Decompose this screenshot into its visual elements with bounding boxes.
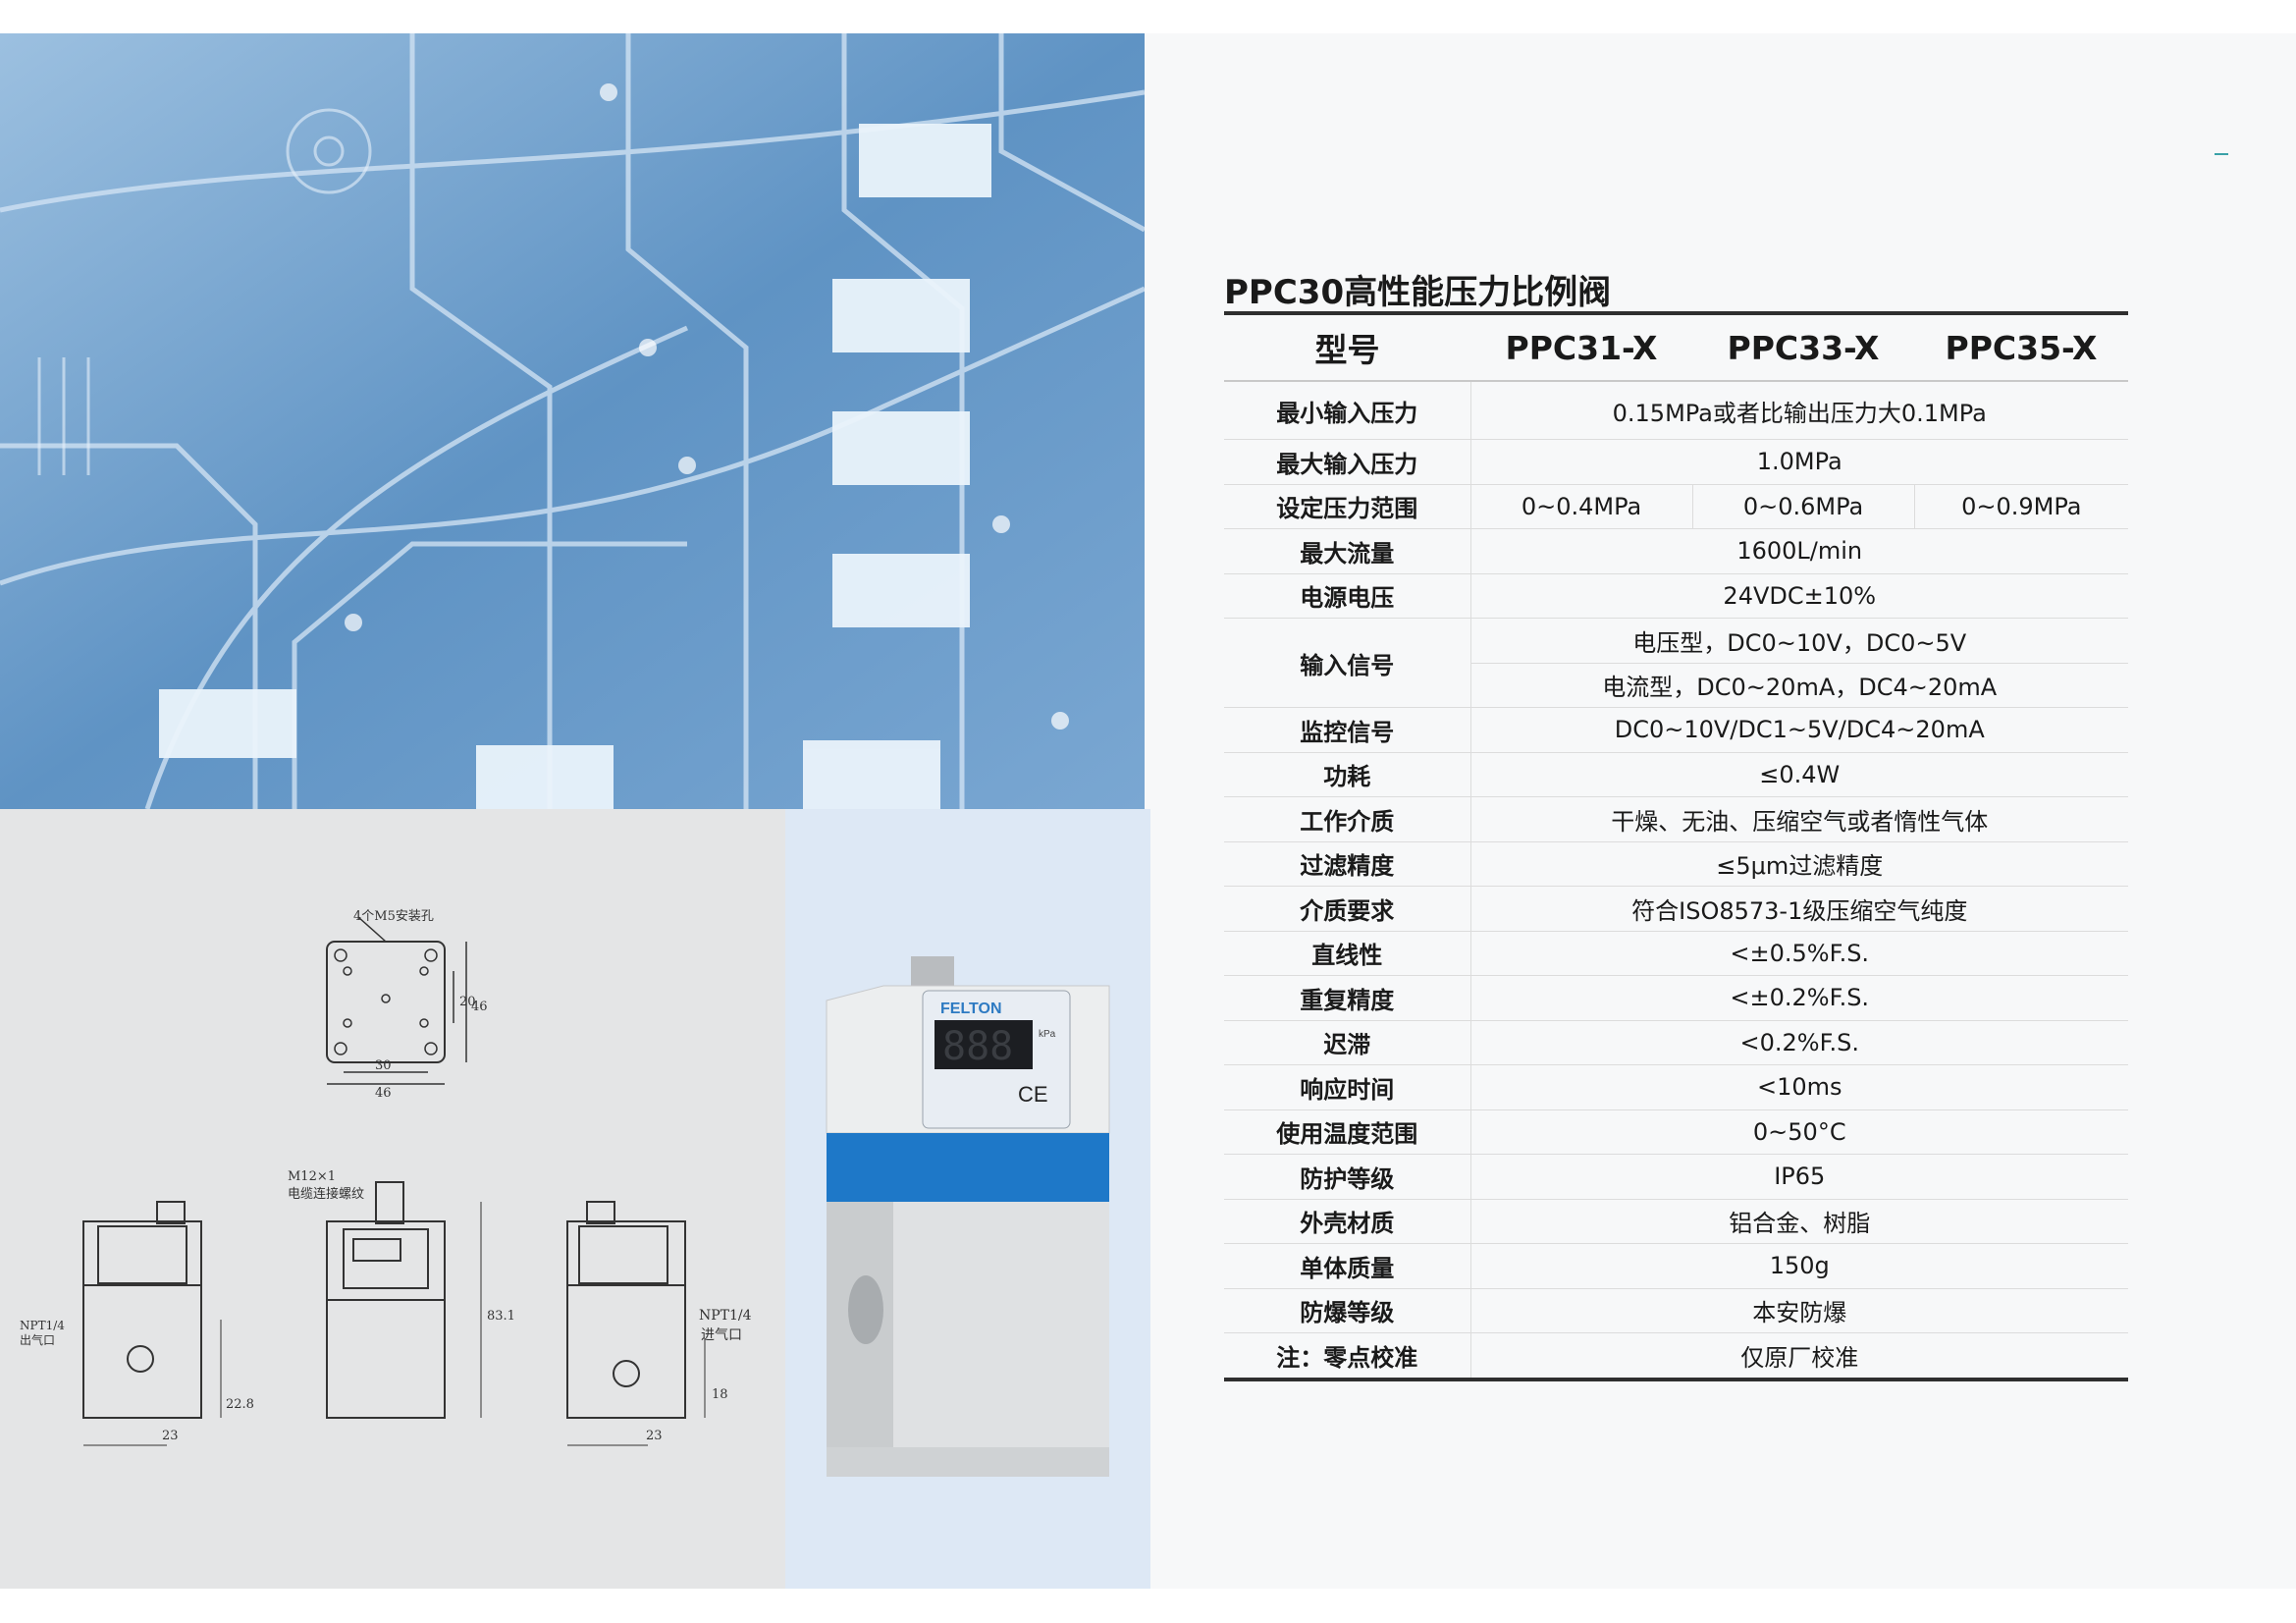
- row-value: 0~50°C: [1470, 1109, 2128, 1155]
- table-row: 注：零点校准 仅原厂校准: [1224, 1332, 2128, 1380]
- table-row: 电流型，DC0~20mA，DC4~20mA: [1224, 663, 2128, 708]
- table-row: 防护等级 IP65: [1224, 1154, 2128, 1200]
- row-label: 使用温度范围: [1224, 1109, 1471, 1155]
- row-value: 1.0MPa: [1470, 439, 2128, 485]
- row-label: 防护等级: [1224, 1154, 1471, 1200]
- ce-mark: CE: [1018, 1082, 1048, 1107]
- dim-23-left: 23: [162, 1429, 179, 1443]
- header-model-1: PPC31-X: [1470, 313, 1692, 382]
- table-row: 过滤精度 ≤5μm过滤精度: [1224, 841, 2128, 887]
- row-label: 外壳材质: [1224, 1199, 1471, 1244]
- table-row: 重复精度 <±0.2%F.S.: [1224, 975, 2128, 1021]
- dim-20: 20: [459, 995, 476, 1009]
- row-label: 电源电压: [1224, 573, 1471, 619]
- dim-46-width: 46: [375, 1086, 392, 1101]
- row-label: 设定压力范围: [1224, 484, 1471, 529]
- row-value: 仅原厂校准: [1470, 1332, 2128, 1380]
- digital-display: 888: [942, 1024, 1013, 1069]
- outlet-thread: NPT1/4: [20, 1319, 65, 1332]
- row-label: 重复精度: [1224, 975, 1471, 1021]
- row-label: 响应时间: [1224, 1064, 1471, 1110]
- unit-label: kPa: [1039, 1029, 1056, 1040]
- dim-30: 30: [375, 1058, 392, 1073]
- table-row: 最大流量 1600L/min: [1224, 528, 2128, 574]
- dim-18: 18: [712, 1387, 728, 1402]
- row-value: 铝合金、树脂: [1470, 1199, 2128, 1244]
- row-label: 注：零点校准: [1224, 1332, 1471, 1380]
- header-model-label: 型号: [1224, 313, 1470, 382]
- row-label: 单体质量: [1224, 1243, 1471, 1289]
- table-row: 迟滞 <0.2%F.S.: [1224, 1020, 2128, 1065]
- row-value: ≤5μm过滤精度: [1470, 841, 2128, 887]
- row-value: 1600L/min: [1470, 528, 2128, 574]
- row-value: 电流型，DC0~20mA，DC4~20mA: [1470, 663, 2128, 708]
- row-value: 干燥、无油、压缩空气或者惰性气体: [1470, 796, 2128, 842]
- table-row: 响应时间 <10ms: [1224, 1064, 2128, 1110]
- inlet-label: 进气口: [701, 1327, 742, 1343]
- dim-23-right: 23: [646, 1429, 663, 1443]
- product-photo: FELTON 888 kPa CE: [785, 809, 1150, 1589]
- row-value: <10ms: [1470, 1064, 2128, 1110]
- row-value: 符合ISO8573-1级压缩空气纯度: [1470, 886, 2128, 932]
- table-row: 使用温度范围 0~50°C: [1224, 1109, 2128, 1155]
- inlet-thread: NPT1/4: [699, 1308, 752, 1324]
- table-row: 防爆等级 本安防爆: [1224, 1288, 2128, 1333]
- table-header-row: 型号 PPC31-X PPC33-X PPC35-X: [1224, 313, 2128, 382]
- chip-labels: [159, 124, 991, 809]
- connector-label: 电缆连接螺纹: [288, 1186, 364, 1202]
- row-label: 输入信号: [1224, 618, 1471, 708]
- row-value: 0~0.6MPa: [1692, 484, 1915, 529]
- mount-hole-note: 4个M5安装孔: [353, 909, 434, 924]
- row-value: 0.15MPa或者比输出压力大0.1MPa: [1470, 381, 2128, 440]
- row-value: <±0.2%F.S.: [1470, 975, 2128, 1021]
- table-row: 直线性 <±0.5%F.S.: [1224, 931, 2128, 976]
- row-label: 过滤精度: [1224, 841, 1471, 887]
- connector-thread: M12×1: [288, 1169, 336, 1184]
- table-row: 最小输入压力 0.15MPa或者比输出压力大0.1MPa: [1224, 381, 2128, 440]
- row-label: 介质要求: [1224, 886, 1471, 932]
- row-label: 功耗: [1224, 752, 1471, 797]
- circuit-board-image: [0, 33, 1145, 809]
- dim-22-8: 22.8: [226, 1397, 254, 1412]
- row-label: 监控信号: [1224, 707, 1471, 753]
- table-row: 监控信号 DC0~10V/DC1~5V/DC4~20mA: [1224, 707, 2128, 753]
- table-row: 电源电压 24VDC±10%: [1224, 573, 2128, 619]
- table-row: 单体质量 150g: [1224, 1243, 2128, 1289]
- row-value: ≤0.4W: [1470, 752, 2128, 797]
- header-model-2: PPC33-X: [1692, 313, 1914, 382]
- table-row: 最大输入压力 1.0MPa: [1224, 439, 2128, 485]
- spec-table: 型号 PPC31-X PPC33-X PPC35-X 最小输入压力 0.15MP…: [1224, 311, 2128, 1381]
- row-value: 电压型，DC0~10V，DC0~5V: [1470, 618, 2128, 664]
- table-row: 介质要求 符合ISO8573-1级压缩空气纯度: [1224, 886, 2128, 932]
- dim-46-height: 46: [471, 1000, 488, 1014]
- table-row: 工作介质 干燥、无油、压缩空气或者惰性气体: [1224, 796, 2128, 842]
- brand-label: FELTON: [940, 1001, 1002, 1017]
- table-row: 输入信号 电压型，DC0~10V，DC0~5V: [1224, 618, 2128, 708]
- row-label: 防爆等级: [1224, 1288, 1471, 1333]
- row-value: 24VDC±10%: [1470, 573, 2128, 619]
- row-label: 最大输入压力: [1224, 439, 1471, 485]
- page-title: PPC30高性能压力比例阀: [1224, 273, 1612, 312]
- row-label: 最小输入压力: [1224, 381, 1471, 440]
- row-label: 直线性: [1224, 931, 1471, 976]
- row-label: 最大流量: [1224, 528, 1471, 574]
- outlet-label: 出气口: [20, 1332, 55, 1347]
- row-label: 迟滞: [1224, 1020, 1471, 1065]
- table-row: 外壳材质 铝合金、树脂: [1224, 1199, 2128, 1244]
- table-row: 功耗 ≤0.4W: [1224, 752, 2128, 797]
- row-label: 工作介质: [1224, 796, 1471, 842]
- row-value: IP65: [1470, 1154, 2128, 1200]
- row-value: 本安防爆: [1470, 1288, 2128, 1333]
- row-value: <±0.5%F.S.: [1470, 931, 2128, 976]
- row-value: 150g: [1470, 1243, 2128, 1289]
- dimension-drawing: 4个M5安装孔 30 46 20 46 NPT1/4 出气口 23 22.8 M…: [0, 809, 785, 1589]
- row-value: 0~0.9MPa: [1914, 484, 2128, 529]
- row-value: <0.2%F.S.: [1470, 1020, 2128, 1065]
- header-model-3: PPC35-X: [1914, 313, 2128, 382]
- row-value: DC0~10V/DC1~5V/DC4~20mA: [1470, 707, 2128, 753]
- table-row: 设定压力范围 0~0.4MPa 0~0.6MPa 0~0.9MPa: [1224, 484, 2128, 529]
- accent-dash: [2215, 153, 2228, 155]
- row-value: 0~0.4MPa: [1470, 484, 1693, 529]
- dim-83-1: 83.1: [487, 1309, 515, 1324]
